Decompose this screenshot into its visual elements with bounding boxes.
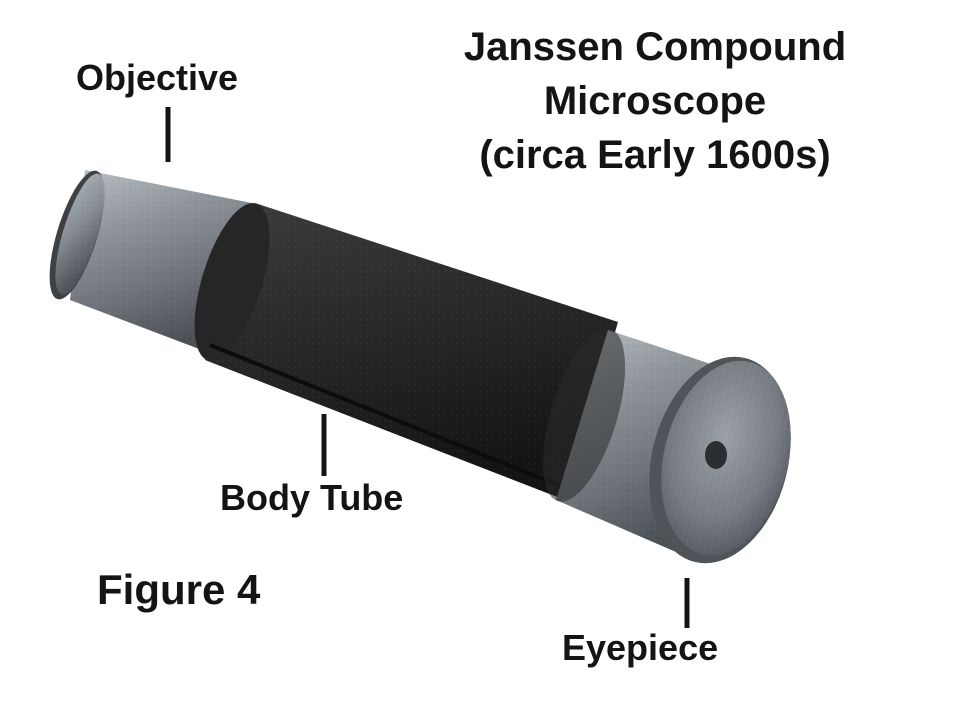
body-tube-label: Body Tube [220, 477, 404, 518]
diagram-title: Janssen Compound Microscope (circa Early… [420, 20, 890, 182]
body-tube [194, 203, 618, 500]
eyepiece-label: Eyepiece [562, 627, 719, 668]
objective-label: Objective [76, 57, 239, 98]
objective-sleeve [49, 170, 262, 355]
figure-caption: Figure 4 [97, 566, 261, 613]
eyepiece-cap [649, 356, 791, 564]
title-line-3: (circa Early 1600s) [479, 133, 831, 177]
eyepiece-aperture [705, 441, 727, 469]
title-line-1: Janssen Compound [463, 25, 847, 69]
title-line-2: Microscope [543, 79, 767, 123]
